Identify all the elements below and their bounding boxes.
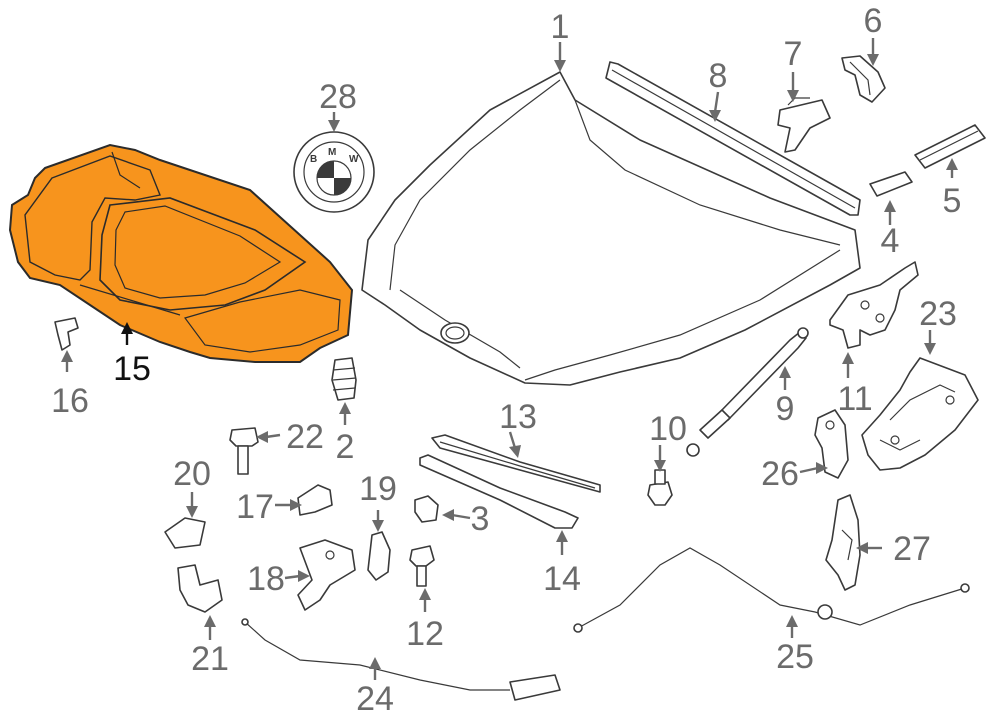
part-9-gas-strut[interactable] (686, 327, 809, 457)
callout-20: 20 (173, 455, 211, 493)
part-20-pad[interactable] (164, 517, 206, 549)
part-2-buffer[interactable] (331, 357, 357, 401)
callout-12: 12 (406, 615, 444, 653)
part-22-bolt[interactable] (229, 427, 259, 475)
callout-16: 16 (51, 382, 89, 420)
callout-22: 22 (286, 418, 324, 456)
callout-24: 24 (356, 680, 394, 718)
callout-1: 1 (551, 8, 570, 46)
part-7-bracket[interactable] (777, 97, 831, 153)
part-19-clip[interactable] (367, 531, 391, 581)
part-28-emblem[interactable]: B M W (293, 131, 375, 213)
callout-4: 4 (881, 222, 900, 260)
emblem-letter-m: M (328, 147, 336, 158)
part-3-clip[interactable] (414, 495, 439, 523)
part-1-hood[interactable] (361, 71, 861, 386)
callout-21: 21 (191, 640, 229, 678)
part-18-hood-lock[interactable] (297, 539, 356, 611)
callout-5: 5 (943, 182, 962, 220)
part-5-pad[interactable] (914, 124, 986, 169)
callout-6: 6 (864, 2, 883, 40)
emblem-letter-b: B (310, 154, 317, 165)
callout-15: 15 (113, 350, 151, 388)
callout-2: 2 (336, 428, 355, 466)
leader-lines (61, 38, 958, 680)
part-14-seal[interactable] (419, 454, 579, 529)
callout-28: 28 (319, 78, 357, 116)
part-13-seal[interactable] (431, 434, 601, 493)
callout-18: 18 (247, 560, 285, 598)
callout-14: 14 (543, 560, 581, 598)
part-15-insulation-pad[interactable] (8, 143, 354, 363)
callout-10: 10 (649, 410, 687, 448)
part-23-latch-bracket[interactable] (861, 357, 979, 471)
part-25-cable[interactable] (573, 547, 970, 633)
part-12-bolt[interactable] (409, 545, 435, 587)
part-17-clip[interactable] (297, 484, 333, 516)
part-10-buffer[interactable] (647, 469, 673, 506)
part-11-hinge[interactable] (829, 261, 919, 349)
part-21-bracket[interactable] (177, 564, 223, 613)
callout-8: 8 (709, 57, 728, 95)
callout-3: 3 (471, 500, 490, 538)
emblem-letter-w: W (349, 154, 359, 165)
callout-23: 23 (919, 295, 957, 333)
callout-17: 17 (236, 488, 274, 526)
callout-27: 27 (893, 530, 931, 568)
part-26-bracket[interactable] (814, 409, 849, 479)
callout-11: 11 (837, 380, 872, 418)
part-27-hook[interactable] (825, 494, 861, 591)
callout-13: 13 (499, 398, 537, 436)
part-6-clip[interactable] (841, 55, 886, 103)
part-16-clip[interactable] (54, 317, 79, 351)
callout-labels: 1 2 3 4 5 6 7 8 9 10 11 12 13 14 15 16 1… (51, 2, 961, 718)
callout-25: 25 (776, 638, 814, 676)
part-8-seal-strip[interactable] (605, 61, 861, 216)
part-24-cable[interactable] (241, 618, 561, 701)
callout-19: 19 (359, 470, 397, 508)
part-4-pad[interactable] (869, 171, 913, 197)
callout-9: 9 (776, 390, 795, 428)
callout-7: 7 (784, 35, 803, 73)
callout-26: 26 (761, 455, 799, 493)
